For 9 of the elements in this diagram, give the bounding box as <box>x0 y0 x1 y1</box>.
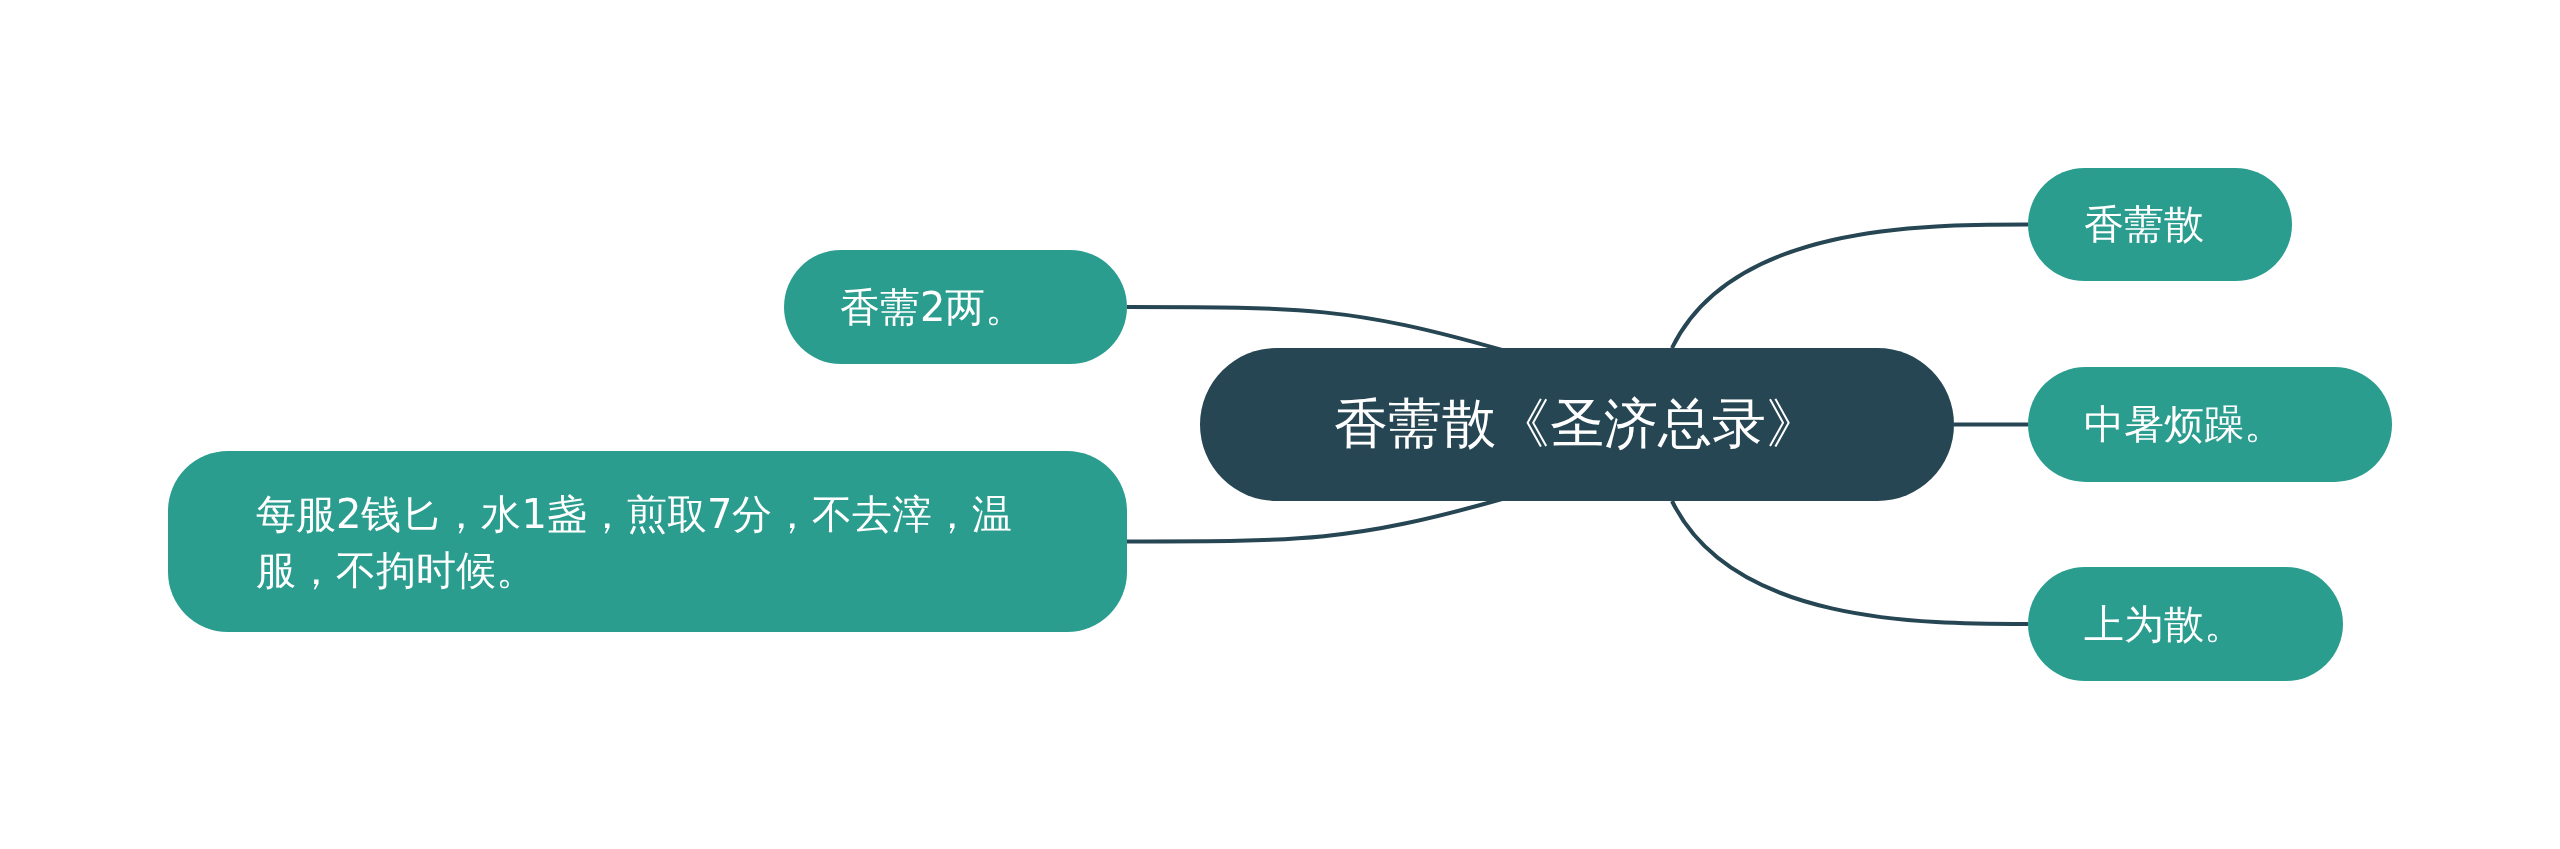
connector-line <box>1670 499 2028 626</box>
central-topic-box: 香薷散《圣济总录》 <box>1200 348 1954 501</box>
topic-box: 上为散。 <box>2028 567 2343 681</box>
topic-box: 中暑烦躁。 <box>2028 367 2392 482</box>
topic-box: 香薷2两。 <box>784 250 1127 364</box>
connector-line <box>1670 222 2028 350</box>
topic-box: 每服2钱匕，水1盏，煎取7分，不去滓，温服，不拘时候。 <box>168 451 1127 632</box>
topic-box: 香薷散 <box>2028 168 2292 281</box>
connector-line <box>1954 422 2028 427</box>
